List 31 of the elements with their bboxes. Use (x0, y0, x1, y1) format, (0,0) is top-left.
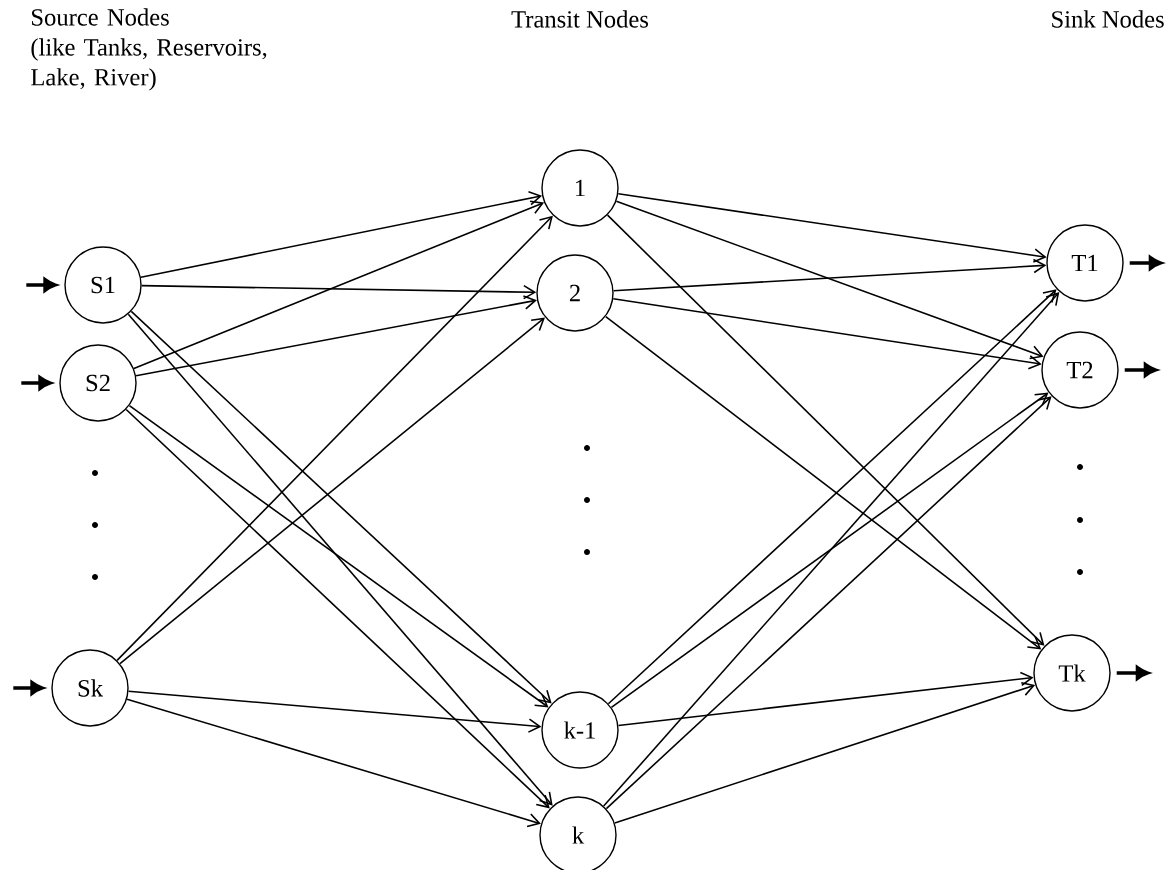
arrow (610, 392, 1049, 709)
arrow (119, 317, 545, 665)
arrow (606, 214, 1045, 646)
arrow (127, 313, 553, 806)
heading: Source Nodes (32, 8, 169, 26)
arrow (605, 396, 1052, 810)
arrow (615, 200, 1044, 360)
arrow (602, 291, 1060, 807)
arrow (612, 298, 1042, 370)
arrow (130, 310, 552, 704)
arrow (1116, 665, 1150, 681)
heading: Sink Nodes (1052, 10, 1164, 28)
arrow (128, 404, 549, 708)
arrow (607, 289, 1057, 705)
arrow (1124, 362, 1158, 378)
arrow (116, 215, 553, 662)
arrow (1129, 255, 1163, 271)
arrow (617, 671, 1034, 727)
arrow (125, 408, 550, 809)
arrow (604, 315, 1042, 650)
arrow (140, 191, 543, 279)
heading: (like Tanks, Reservoirs, Lake, River) (31, 38, 267, 91)
arrow (617, 192, 1047, 263)
arrow (133, 200, 545, 370)
arrow (135, 295, 537, 377)
arrow (127, 690, 542, 733)
heading: Transit Nodes (511, 10, 648, 28)
arrow (612, 258, 1047, 292)
arrow (126, 698, 541, 828)
arrow (140, 284, 537, 300)
arrow (614, 682, 1036, 824)
